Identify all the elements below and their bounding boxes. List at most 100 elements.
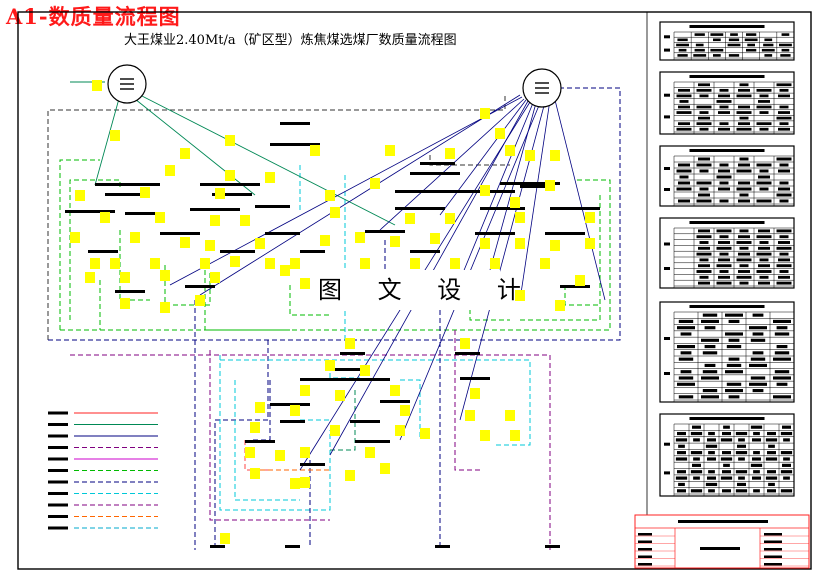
note-box-66 xyxy=(555,300,565,311)
balance-table-5-cell xyxy=(728,357,740,361)
balance-table-2-cell xyxy=(738,105,750,109)
balance-table-1-cell xyxy=(713,38,721,42)
process-bar-6 xyxy=(105,193,150,196)
note-box-89 xyxy=(510,430,520,441)
balance-table-6-cell xyxy=(692,425,701,429)
process-bar-30 xyxy=(560,285,590,288)
balance-table-4-cell xyxy=(719,235,729,239)
drawing-frame xyxy=(17,11,812,570)
balance-table-4-heading xyxy=(689,221,765,224)
balance-table-6-cell xyxy=(708,431,715,436)
balance-table-6-cell xyxy=(690,470,703,474)
balance-table-6-cell xyxy=(738,476,745,480)
balance-table-6-cell xyxy=(678,482,685,487)
balance-table-6-cell xyxy=(767,431,776,436)
balance-table-1-cell xyxy=(763,43,774,47)
process-bar-34 xyxy=(330,368,370,371)
balance-table-2-cell xyxy=(779,88,789,92)
balance-table-4-cell xyxy=(736,275,752,279)
note-box-11 xyxy=(370,178,380,189)
process-bar-41 xyxy=(300,463,325,466)
legend-key-1 xyxy=(48,411,68,415)
note-box-31 xyxy=(205,240,215,251)
balance-table-6-cell xyxy=(738,457,745,461)
balance-table-3-cell xyxy=(719,163,729,167)
note-box-97 xyxy=(505,145,515,156)
balance-table-4-cell xyxy=(738,235,750,239)
process-bar-13 xyxy=(125,212,160,215)
title-block-field xyxy=(764,533,782,536)
balance-table-6-cell xyxy=(752,476,761,480)
balance-table-6-cell xyxy=(678,444,685,448)
water-tank xyxy=(522,68,562,108)
balance-table-3-cell xyxy=(739,157,749,161)
balance-table-3-cell xyxy=(776,157,792,161)
note-box-15 xyxy=(325,190,335,201)
legend-key-2 xyxy=(48,423,68,426)
balance-table-4-cell xyxy=(738,270,750,273)
balance-table-4-cell xyxy=(696,270,712,273)
balance-table-2-cell xyxy=(696,105,712,109)
balance-table-3-cell xyxy=(756,163,772,167)
balance-table-6-cell xyxy=(708,470,715,474)
balance-table-5-cell xyxy=(752,313,764,317)
note-box-58 xyxy=(300,278,310,289)
process-bar-43 xyxy=(210,545,225,548)
note-box-45 xyxy=(230,256,240,267)
balance-table-1-cell xyxy=(744,38,758,42)
balance-table-2-cell xyxy=(696,122,712,126)
balance-table-4-cell xyxy=(699,241,709,244)
balance-table-3-cell xyxy=(696,163,712,167)
balance-table-6-cell xyxy=(750,463,763,467)
balance-table-1-cell xyxy=(727,43,741,47)
balance-table-4-cell xyxy=(698,264,710,268)
balance-table-4-cell xyxy=(778,258,790,262)
balance-table-5-cell xyxy=(704,326,716,330)
balance-table-5-cell xyxy=(702,370,718,374)
balance-table-4-cell xyxy=(739,281,749,285)
balance-table-5-cell xyxy=(702,313,718,317)
balance-table-6-cell xyxy=(708,489,715,493)
balance-table-6-cell xyxy=(693,457,700,461)
note-box-24 xyxy=(405,213,415,224)
balance-table-5-cell xyxy=(750,338,766,342)
note-box-7 xyxy=(445,148,455,159)
balance-table-6-cell xyxy=(765,438,778,442)
balance-table-4-cell xyxy=(739,246,749,250)
balance-table-6-cell xyxy=(675,438,688,442)
process-bar-36 xyxy=(270,403,310,406)
balance-table-4-cell xyxy=(736,258,752,262)
balance-table-6-cell xyxy=(735,431,748,436)
note-box-32 xyxy=(255,238,265,249)
balance-table-6-cell xyxy=(677,451,686,455)
process-bar-45 xyxy=(435,545,450,548)
process-bar-15 xyxy=(255,205,290,208)
balance-table-5-cell xyxy=(678,357,694,361)
balance-table-2-cell xyxy=(719,122,729,126)
balance-table-2-cell xyxy=(698,83,710,87)
note-box-88 xyxy=(480,430,490,441)
balance-table-2-cell xyxy=(699,94,709,98)
line-legend xyxy=(48,411,158,530)
balance-table-3-cell xyxy=(678,163,690,167)
process-bar-40 xyxy=(245,440,275,443)
drawing-title: 大王煤业2.40Mt/a（矿区型）炼焦煤选煤厂数质量流程图 xyxy=(124,33,457,48)
balance-table-6-cell xyxy=(735,451,748,455)
title-block-field xyxy=(638,548,652,551)
balance-table-5-cell xyxy=(725,313,743,317)
balance-note-boxes xyxy=(70,80,595,544)
balance-table-5-side-label xyxy=(664,372,670,375)
note-box-69 xyxy=(325,360,335,371)
note-box-74 xyxy=(335,390,345,401)
balance-table-6-cell xyxy=(735,470,748,474)
balance-table-5-cell xyxy=(774,351,790,355)
balance-table-2-side-label xyxy=(664,93,670,97)
cyan-inner xyxy=(234,380,300,501)
title-block-field xyxy=(764,548,782,551)
balance-table-3-cell xyxy=(698,193,710,197)
balance-table-6-cell xyxy=(780,489,793,493)
balance-table-2-cell xyxy=(738,122,750,126)
process-bar-33 xyxy=(300,378,390,381)
balance-table-6-cell xyxy=(722,489,731,493)
